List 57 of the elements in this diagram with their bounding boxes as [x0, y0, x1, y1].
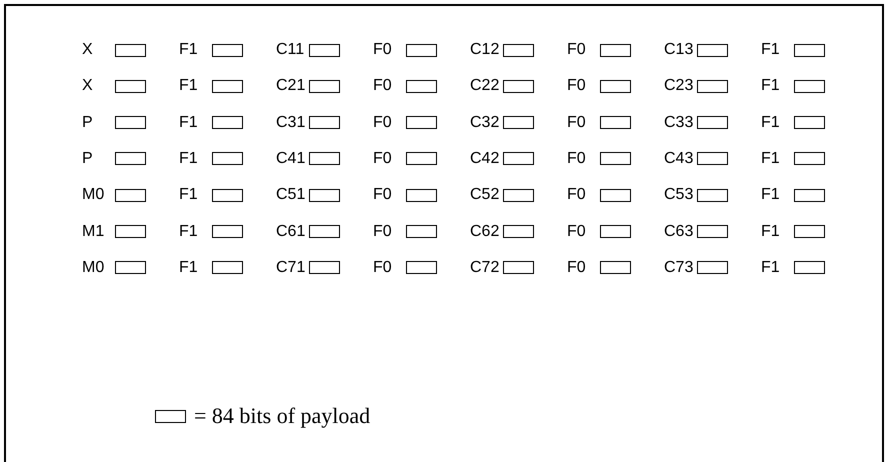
field-label: C53 [664, 187, 694, 204]
field-label: F1 [179, 260, 198, 276]
field-label: F1 [179, 187, 198, 204]
field-label: C32 [470, 114, 500, 131]
field-label: F1 [179, 42, 198, 58]
field-label: C22 [470, 78, 500, 94]
field-label: P [82, 150, 93, 167]
field-label: F1 [761, 78, 780, 94]
field-label: C13 [664, 42, 694, 58]
field-label: F0 [567, 150, 586, 167]
field-label: C41 [276, 150, 306, 167]
field-label: F1 [761, 114, 780, 131]
legend-text: = 84 bits of payload [194, 405, 370, 427]
field-label: C62 [470, 224, 500, 240]
field-label: M0 [82, 187, 104, 204]
field-label: C11 [276, 42, 304, 58]
field-label: F1 [761, 42, 780, 58]
field-label: M0 [82, 260, 104, 276]
field-label: F0 [567, 78, 586, 94]
field-label: F1 [761, 260, 780, 276]
field-label: F0 [567, 224, 586, 240]
field-label: F1 [179, 114, 198, 131]
field-label: F1 [179, 224, 198, 240]
field-label: M1 [82, 224, 104, 240]
field-label: C71 [276, 260, 306, 276]
field-label: F0 [373, 42, 392, 58]
field-label: F1 [179, 78, 198, 94]
field-label: F1 [761, 187, 780, 204]
field-label: F0 [373, 187, 392, 204]
field-label: F0 [373, 224, 392, 240]
field-label: F0 [567, 114, 586, 131]
field-label: F0 [373, 260, 392, 276]
field-label: C12 [470, 42, 500, 58]
field-label: F0 [373, 150, 392, 167]
field-label: F0 [567, 187, 586, 204]
field-label: F0 [373, 78, 392, 94]
field-label: F1 [761, 150, 780, 167]
field-label: C21 [276, 78, 306, 94]
field-label: C33 [664, 114, 694, 131]
field-label: P [82, 114, 93, 131]
field-label: F1 [179, 150, 198, 167]
field-label: C42 [470, 150, 500, 167]
field-label: C51 [276, 187, 306, 204]
field-label: C52 [470, 187, 500, 204]
field-label: C43 [664, 150, 694, 167]
field-label: C31 [276, 114, 306, 131]
field-label: X [82, 78, 93, 94]
field-label: X [82, 42, 93, 58]
field-label: C73 [664, 260, 694, 276]
field-label: C63 [664, 224, 694, 240]
field-label: C72 [470, 260, 500, 276]
field-label: F0 [567, 42, 586, 58]
field-label: F0 [373, 114, 392, 131]
field-label: F1 [761, 224, 780, 240]
field-label: F0 [567, 260, 586, 276]
field-label: C23 [664, 78, 694, 94]
field-label: C61 [276, 224, 306, 240]
